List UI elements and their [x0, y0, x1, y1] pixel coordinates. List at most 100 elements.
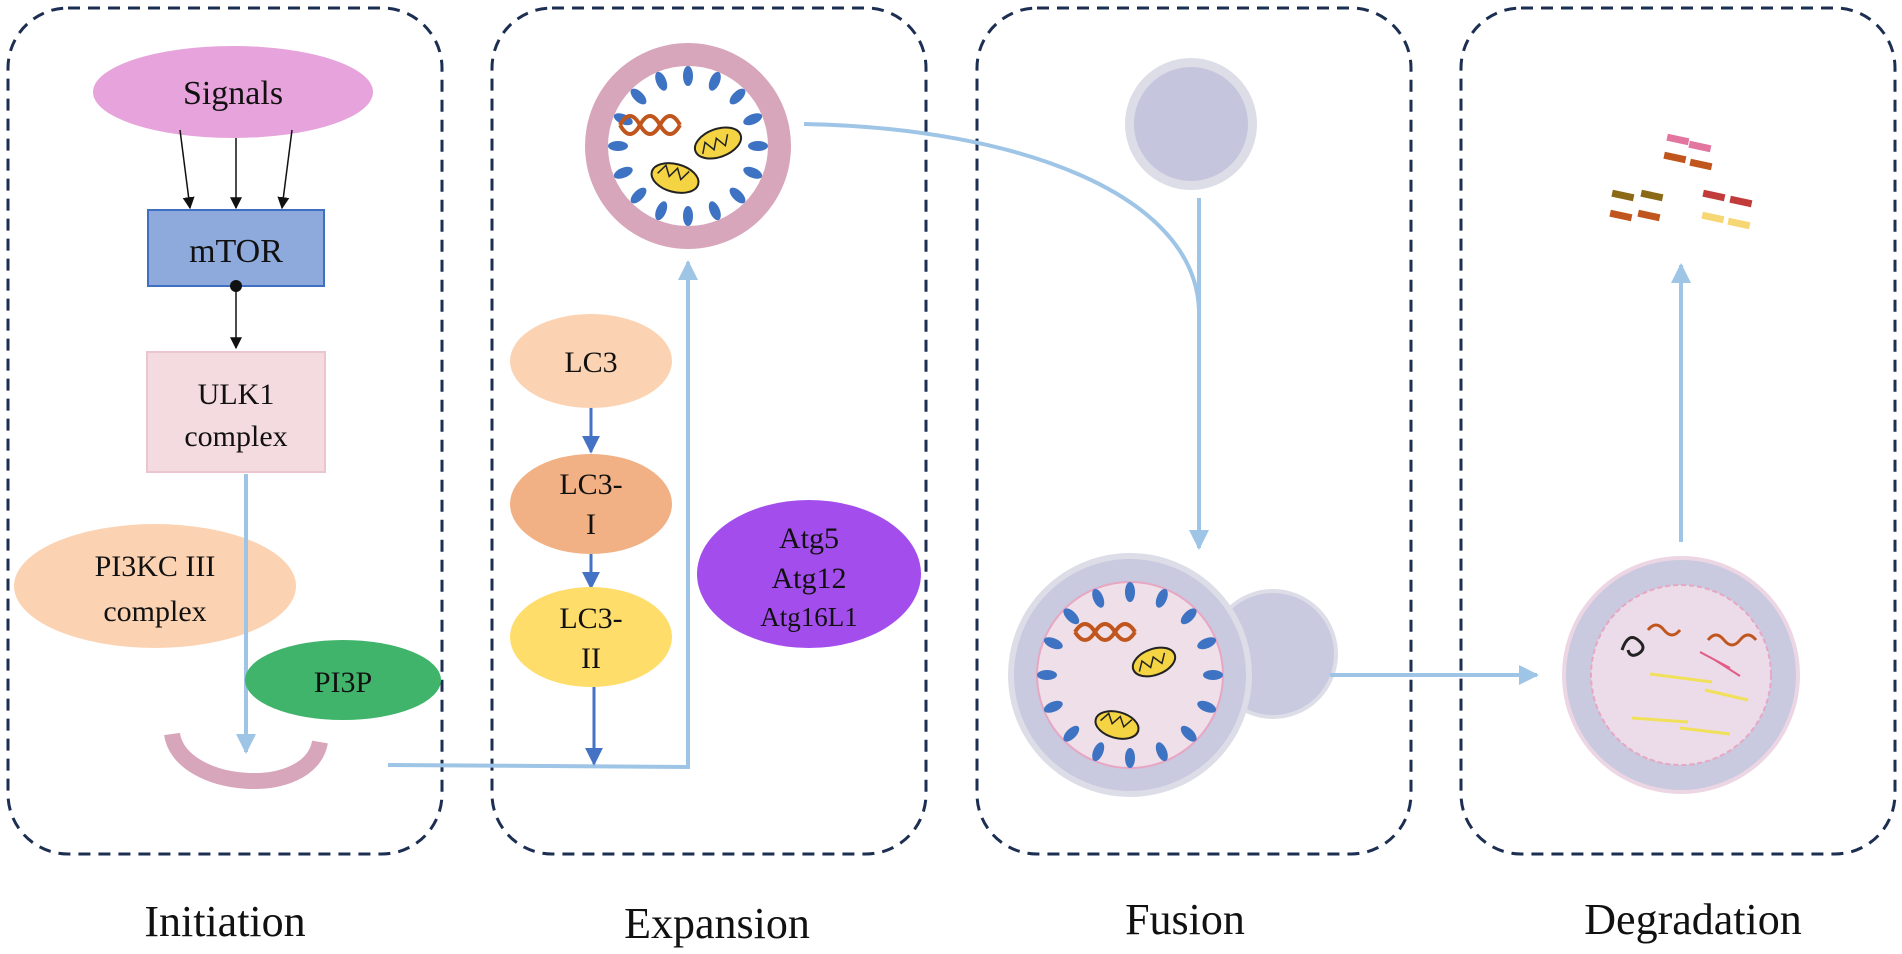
product-fragment	[1609, 209, 1633, 222]
stage-label-fusion: Fusion	[1125, 895, 1245, 944]
lc3-marker	[1180, 608, 1197, 625]
mitochondrion-icon-fused	[1131, 646, 1177, 678]
lc3ii-node: LC3- II	[510, 587, 672, 687]
lysosome-icon	[1125, 58, 1257, 190]
signals-arrow-left	[179, 129, 195, 210]
product-fragment	[1640, 189, 1664, 202]
lc3i-node: LC3- I	[510, 454, 672, 554]
lc3-marker	[1092, 742, 1105, 762]
degradation-products-icon	[1609, 133, 1753, 230]
lc3ii-label-line2: II	[581, 642, 601, 675]
product-fragment	[1637, 209, 1661, 222]
lc3-marker	[729, 187, 746, 204]
lc3-label: LC3	[564, 346, 617, 379]
product-fragment	[1611, 189, 1635, 202]
dna-fragment-mark	[1706, 633, 1758, 647]
lc3-marker	[613, 166, 633, 179]
degrading-contents	[1620, 620, 1758, 736]
ulk1-label-line2: complex	[184, 420, 287, 453]
stage-label-expansion: Expansion	[624, 899, 810, 948]
lc3-marker	[1155, 742, 1168, 762]
lc3-marker	[683, 66, 693, 86]
lc3-marker	[1155, 588, 1168, 608]
lc3-marker	[1063, 608, 1080, 625]
debris-mark	[1620, 636, 1645, 657]
lc3-marker	[1037, 670, 1057, 680]
lc3i-label-line2: I	[586, 508, 596, 541]
mitochondrion-icon-2	[650, 162, 700, 194]
atg-complex-node: Atg5 Atg12 Atg16L1	[697, 500, 921, 648]
degradation-panel	[1459, 6, 1897, 856]
dna-fragment-icon	[618, 114, 682, 136]
pi3p-label: PI3P	[314, 666, 372, 699]
degrading-autolysosome-icon	[1562, 556, 1800, 794]
expansion-panel	[490, 6, 928, 856]
signals-arrow-right	[277, 129, 293, 210]
fragment-mark	[1631, 716, 1689, 724]
pi3kc-label-line2: complex	[103, 595, 206, 628]
ulk1-label-line1: ULK1	[198, 378, 275, 411]
lc3-marker	[1092, 588, 1105, 608]
initiation-panel	[6, 6, 444, 856]
lc3-marker	[708, 201, 721, 221]
lc3-marker	[1180, 725, 1197, 742]
ulk1-node: ULK1 complex	[146, 351, 326, 473]
lc3-marker	[608, 141, 628, 151]
stage-label-initiation: Initiation	[144, 897, 305, 946]
mitochondrion-icon	[693, 126, 743, 160]
fragment-mark	[1679, 726, 1731, 736]
fragment-mark	[1714, 659, 1741, 677]
lc3-marker	[655, 201, 668, 221]
autolysosome-icon	[1008, 553, 1338, 797]
lc3ii-label-line1: LC3-	[559, 602, 622, 635]
atg16l1-label: Atg16L1	[760, 602, 858, 632]
product-fragment	[1701, 211, 1725, 224]
lc3-marker	[1197, 700, 1217, 713]
stage-label-degradation: Degradation	[1584, 895, 1801, 944]
lc3-marker	[708, 71, 721, 91]
pi3p-node: PI3P	[245, 640, 441, 720]
product-fragment	[1688, 140, 1712, 153]
atg12-label: Atg12	[772, 562, 847, 595]
lc3-marker	[1125, 582, 1135, 602]
lc3-marker	[655, 71, 668, 91]
lc3-marker	[1043, 700, 1063, 713]
mtor-label: mTOR	[189, 233, 283, 270]
lc3i-label-line1: LC3-	[559, 468, 622, 501]
lc3-marker	[729, 88, 746, 105]
lc3-marker	[1197, 637, 1217, 650]
autophagosome-to-fusion-flow	[803, 122, 1201, 311]
lc3-membrane-markers	[608, 66, 768, 226]
lc3-node: LC3	[510, 314, 672, 408]
fragment-mark	[1649, 672, 1713, 684]
signals-label: Signals	[183, 75, 283, 112]
lc3-marker	[1203, 670, 1223, 680]
lc3-marker	[630, 187, 647, 204]
lc3-marker	[1043, 637, 1063, 650]
mtor-inhibit-dot	[230, 280, 242, 292]
product-fragment	[1663, 151, 1687, 164]
atg5-label: Atg5	[779, 522, 839, 555]
fragment-mark	[1704, 688, 1749, 702]
product-fragment	[1727, 217, 1751, 230]
product-fragment	[1729, 195, 1753, 208]
dna-fragment-mark	[1646, 623, 1682, 637]
signals-node: Signals	[93, 46, 373, 138]
pi3kc-label-line1: PI3KC III	[95, 550, 216, 583]
autolysosome-membrane-markers	[1037, 582, 1223, 768]
mtor-node: mTOR	[147, 209, 325, 287]
lc3-marker	[1063, 725, 1080, 742]
autophagosome-icon	[585, 43, 791, 249]
product-fragment	[1702, 189, 1726, 202]
phagophore-to-autophagosome-flow	[387, 260, 698, 770]
product-fragment	[1666, 133, 1690, 146]
pi3kc-node: PI3KC III complex	[14, 524, 296, 648]
mitochondrion-icon-fused-2	[1094, 710, 1140, 740]
dna-fragment-icon-fused	[1073, 622, 1137, 642]
lc3-marker	[743, 166, 763, 179]
fusion-panel	[975, 6, 1413, 856]
lc3-marker	[748, 141, 768, 151]
phagophore-icon	[164, 731, 328, 789]
